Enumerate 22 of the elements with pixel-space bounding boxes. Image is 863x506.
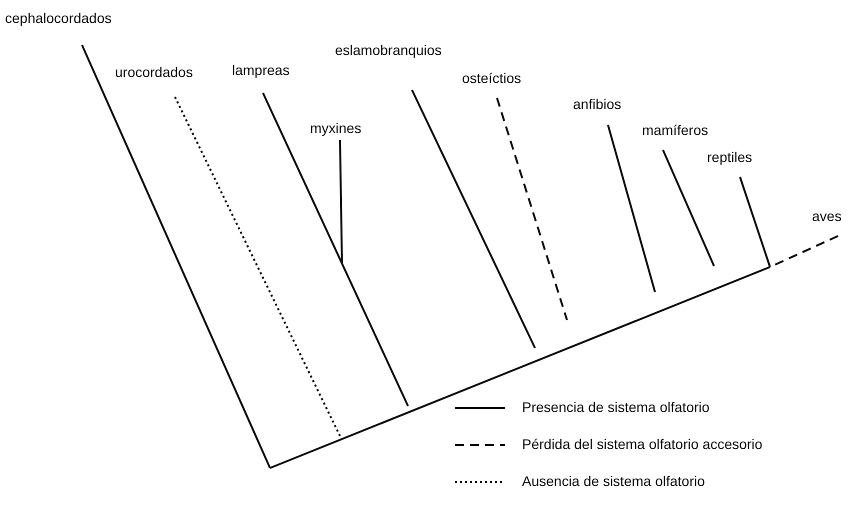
taxon-label: osteíctios [462,70,522,87]
legend-text: Presencia de sistema olfatorio [522,399,710,416]
taxon-label: myxines [310,120,362,137]
taxon-label: anfibios [573,96,622,113]
branch-line [411,90,536,348]
branch-line [81,44,271,468]
taxon-label: lampreas [232,62,290,79]
branch-line [262,92,409,406]
legend-text: Pérdida del sistema olfatorio accesorio [522,436,762,453]
taxon-label: reptiles [707,149,752,166]
branch-line [739,176,771,268]
taxon-label: aves [812,208,842,225]
branch-line [662,150,715,266]
branch-line [339,140,343,264]
branch-line [496,98,568,320]
taxon-label: eslamobranquios [335,42,442,59]
taxon-label: urocordados [115,64,193,81]
branch-line [607,124,656,292]
branch-line [174,96,341,436]
legend-text: Ausencia de sistema olfatorio [522,473,705,490]
taxon-label: mamíferos [642,122,708,139]
taxon-label: cephalocordados [5,10,112,27]
